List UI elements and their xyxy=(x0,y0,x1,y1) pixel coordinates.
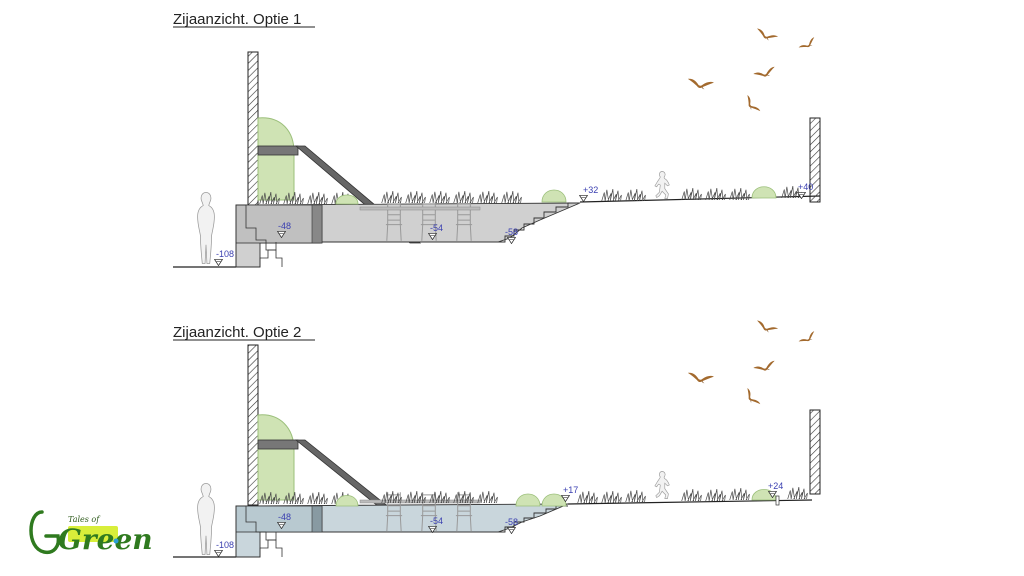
steps-ground xyxy=(236,532,277,558)
level-marker-ground: -108 xyxy=(214,540,234,557)
tales-of-green-logo: Tales of Green xyxy=(29,510,153,556)
steps-ground xyxy=(236,242,277,268)
terrace-divider xyxy=(311,204,323,244)
person-icon xyxy=(197,483,215,555)
steps-left xyxy=(235,204,283,267)
logo-big-text: Green xyxy=(58,523,153,556)
birds xyxy=(686,319,818,409)
svg-text:-48: -48 xyxy=(278,221,291,231)
steps-right xyxy=(498,202,580,243)
right-wall xyxy=(809,117,821,203)
section-title: Zijaanzicht. Optie 1 xyxy=(173,11,301,28)
svg-text:+32: +32 xyxy=(583,185,598,195)
shrub-icon xyxy=(541,189,567,203)
tall-shrub-icon xyxy=(257,414,295,501)
shrub-icon xyxy=(335,194,359,205)
left-wall xyxy=(247,344,259,506)
svg-text:-54: -54 xyxy=(430,223,443,233)
level-marker-back: +24 xyxy=(768,481,783,498)
child-icon xyxy=(654,171,670,199)
lawn-line xyxy=(579,195,821,203)
child-icon xyxy=(654,471,670,499)
logo-accent-bar xyxy=(68,526,118,542)
lawn-line xyxy=(567,499,813,505)
svg-text:-108: -108 xyxy=(216,249,234,259)
level-marker-right: -58 xyxy=(505,227,518,244)
birds xyxy=(686,27,818,116)
level-marker-left: -48 xyxy=(277,221,291,238)
level-marker-right: -58 xyxy=(505,517,518,534)
level-marker-ground: -108 xyxy=(214,249,234,266)
section-title: Zijaanzicht. Optie 2 xyxy=(173,324,301,341)
edge-post xyxy=(775,495,780,506)
table xyxy=(359,206,481,211)
level-marker-lawn: +32 xyxy=(579,185,598,202)
shrub-icon xyxy=(515,493,541,507)
shrub-icon xyxy=(335,495,359,507)
logo-g-mark xyxy=(29,510,61,555)
shrub-icon xyxy=(751,186,777,199)
section-option-1: Zijaanzicht. Optie 1 xyxy=(173,11,821,268)
tall-shrub-icon xyxy=(257,117,295,201)
landing xyxy=(257,145,299,156)
section-option-2: Zijaanzicht. Optie 2 xyxy=(173,319,821,558)
svg-text:-58: -58 xyxy=(505,227,518,237)
landing xyxy=(257,439,299,450)
right-wall xyxy=(809,409,821,495)
svg-text:-54: -54 xyxy=(430,516,443,526)
steps-right xyxy=(498,505,568,533)
level-marker-lawn: +17 xyxy=(561,485,578,502)
person-icon xyxy=(197,192,215,264)
level-marker-mid: -54 xyxy=(428,516,443,533)
level-marker-left: -48 xyxy=(277,512,291,529)
steps-left xyxy=(235,505,283,557)
logo-small-text: Tales of xyxy=(68,515,101,524)
svg-text:+17: +17 xyxy=(563,485,578,495)
terrace-divider xyxy=(311,505,323,533)
left-wall xyxy=(247,51,259,207)
svg-text:-58: -58 xyxy=(505,517,518,527)
shrub-icon xyxy=(541,493,567,507)
svg-text:+40: +40 xyxy=(798,182,813,192)
logo-dot xyxy=(113,538,119,544)
level-marker-mid: -54 xyxy=(428,223,443,240)
svg-text:+24: +24 xyxy=(768,481,783,491)
svg-text:-108: -108 xyxy=(216,540,234,550)
level-marker-back: +40 xyxy=(797,182,813,199)
svg-text:-48: -48 xyxy=(278,512,291,522)
